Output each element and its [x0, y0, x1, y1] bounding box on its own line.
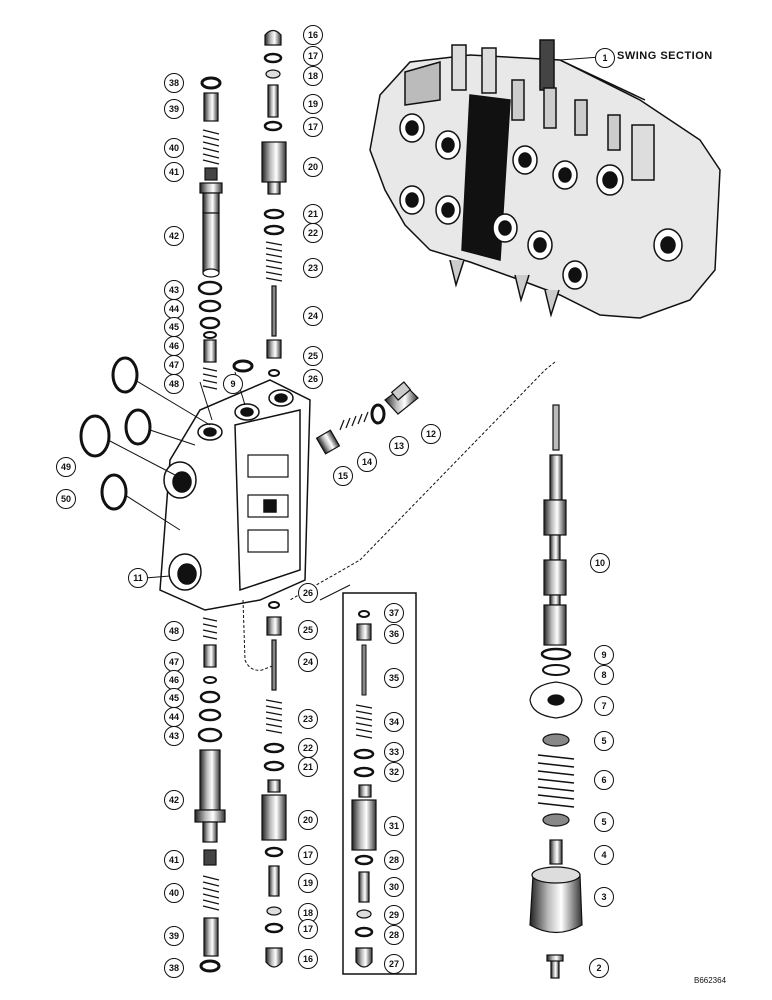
- callout-24: 24: [298, 652, 318, 672]
- o-rings: [79, 356, 386, 511]
- callout-6: 6: [594, 770, 614, 790]
- callout-20: 20: [298, 810, 318, 830]
- callout-42: 42: [164, 226, 184, 246]
- callout-21: 21: [298, 757, 318, 777]
- callout-25: 25: [303, 346, 323, 366]
- callout-23: 23: [303, 258, 323, 278]
- callout-41: 41: [164, 850, 184, 870]
- callout-43: 43: [164, 280, 184, 300]
- callout-24: 24: [303, 306, 323, 326]
- callout-16: 16: [298, 949, 318, 969]
- callout-13: 13: [389, 436, 409, 456]
- callout-40: 40: [164, 883, 184, 903]
- callout-5: 5: [594, 812, 614, 832]
- callout-36: 36: [384, 624, 404, 644]
- callout-7: 7: [594, 696, 614, 716]
- callout-8: 8: [594, 665, 614, 685]
- callout-30: 30: [384, 877, 404, 897]
- callout-49: 49: [56, 457, 76, 477]
- callout-44: 44: [164, 707, 184, 727]
- callout-14: 14: [357, 452, 377, 472]
- callout-48: 48: [164, 374, 184, 394]
- callout-17: 17: [303, 46, 323, 66]
- callout-19: 19: [303, 94, 323, 114]
- callout-26: 26: [298, 583, 318, 603]
- callout-35: 35: [384, 668, 404, 688]
- callout-17: 17: [303, 117, 323, 137]
- callout-10: 10: [590, 553, 610, 573]
- swing-section-label: SWING SECTION: [617, 50, 713, 62]
- callout-42: 42: [164, 790, 184, 810]
- callout-46: 46: [164, 670, 184, 690]
- callout-20: 20: [303, 157, 323, 177]
- callout-16: 16: [303, 25, 323, 45]
- callout-37: 37: [384, 603, 404, 623]
- left-upper-stack: [197, 76, 223, 390]
- relief-plug-parts: [315, 381, 419, 455]
- callout-19: 19: [298, 873, 318, 893]
- callout-5: 5: [594, 731, 614, 751]
- callout-28: 28: [384, 850, 404, 870]
- callout-34: 34: [384, 712, 404, 732]
- callout-38: 38: [164, 73, 184, 93]
- callout-46: 46: [164, 336, 184, 356]
- callout-50: 50: [56, 489, 76, 509]
- callout-45: 45: [164, 317, 184, 337]
- callout-31: 31: [384, 816, 404, 836]
- callout-3: 3: [594, 887, 614, 907]
- callout-41: 41: [164, 162, 184, 182]
- callout-17: 17: [298, 845, 318, 865]
- callout-18: 18: [303, 66, 323, 86]
- callout-25: 25: [298, 620, 318, 640]
- callout-48: 48: [164, 621, 184, 641]
- callout-47: 47: [164, 355, 184, 375]
- callout-33: 33: [384, 742, 404, 762]
- middle-upper-stack: [261, 29, 287, 377]
- callout-21: 21: [303, 204, 323, 224]
- callout-27: 27: [384, 954, 404, 974]
- callout-9: 9: [223, 374, 243, 394]
- callout-39: 39: [164, 926, 184, 946]
- callout-47: 47: [164, 652, 184, 672]
- callout-11: 11: [128, 568, 148, 588]
- callout-32: 32: [384, 762, 404, 782]
- callout-38: 38: [164, 958, 184, 978]
- spool-column: [529, 404, 583, 979]
- middle-lower-stack: [261, 601, 287, 968]
- callout-17: 17: [298, 919, 318, 939]
- callout-15: 15: [333, 466, 353, 486]
- callout-44: 44: [164, 299, 184, 319]
- valve-assembly-illustration: [369, 39, 721, 319]
- callout-43: 43: [164, 726, 184, 746]
- left-lower-stack: [194, 617, 226, 973]
- callout-1: 1: [595, 48, 615, 68]
- callout-40: 40: [164, 138, 184, 158]
- callout-4: 4: [594, 845, 614, 865]
- callout-26: 26: [303, 369, 323, 389]
- callout-29: 29: [384, 905, 404, 925]
- callout-22: 22: [298, 738, 318, 758]
- inset-box: [342, 592, 417, 975]
- valve-section-body: [159, 379, 311, 611]
- callout-2: 2: [589, 958, 609, 978]
- leader-lines: [107, 361, 556, 671]
- callout-22: 22: [303, 223, 323, 243]
- callout-39: 39: [164, 99, 184, 119]
- callout-9: 9: [594, 645, 614, 665]
- figure-reference: B662364: [694, 976, 727, 985]
- callout-12: 12: [421, 424, 441, 444]
- callout-45: 45: [164, 688, 184, 708]
- callout-28: 28: [384, 925, 404, 945]
- callout-23: 23: [298, 709, 318, 729]
